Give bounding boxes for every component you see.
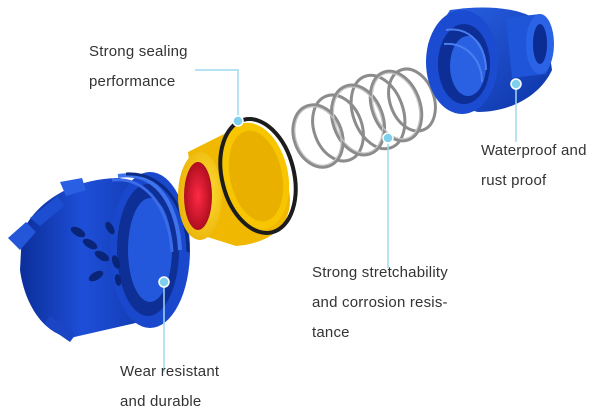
callout-stretch-line2: and corrosion resis- <box>312 294 448 311</box>
callout-waterproof: Waterproof and rust proof <box>481 136 587 196</box>
yellow-seal-valve <box>178 117 298 246</box>
callout-sealing-line2: performance <box>89 73 176 90</box>
callout-wear-line2: and durable <box>120 393 202 410</box>
steel-spring <box>291 67 437 169</box>
callout-stretch-line3: tance <box>312 324 350 341</box>
callout-waterproof-line1: Waterproof and <box>481 142 587 159</box>
callout-stretch: Strong stretchability and corrosion resi… <box>312 258 448 348</box>
blue-threaded-collar <box>8 172 190 342</box>
callout-sealing-line1: Strong sealing <box>89 43 188 60</box>
blue-end-cap <box>426 7 554 114</box>
callout-wear: Wear resistant and durable <box>120 357 219 410</box>
callout-sealing: Strong sealing performance <box>89 37 188 97</box>
callout-waterproof-line2: rust proof <box>481 172 547 189</box>
callout-wear-line1: Wear resistant <box>120 363 220 380</box>
leader-lines <box>163 69 517 372</box>
callout-stretch-line1: Strong stretchability <box>312 264 448 281</box>
callout-dots <box>158 78 522 288</box>
